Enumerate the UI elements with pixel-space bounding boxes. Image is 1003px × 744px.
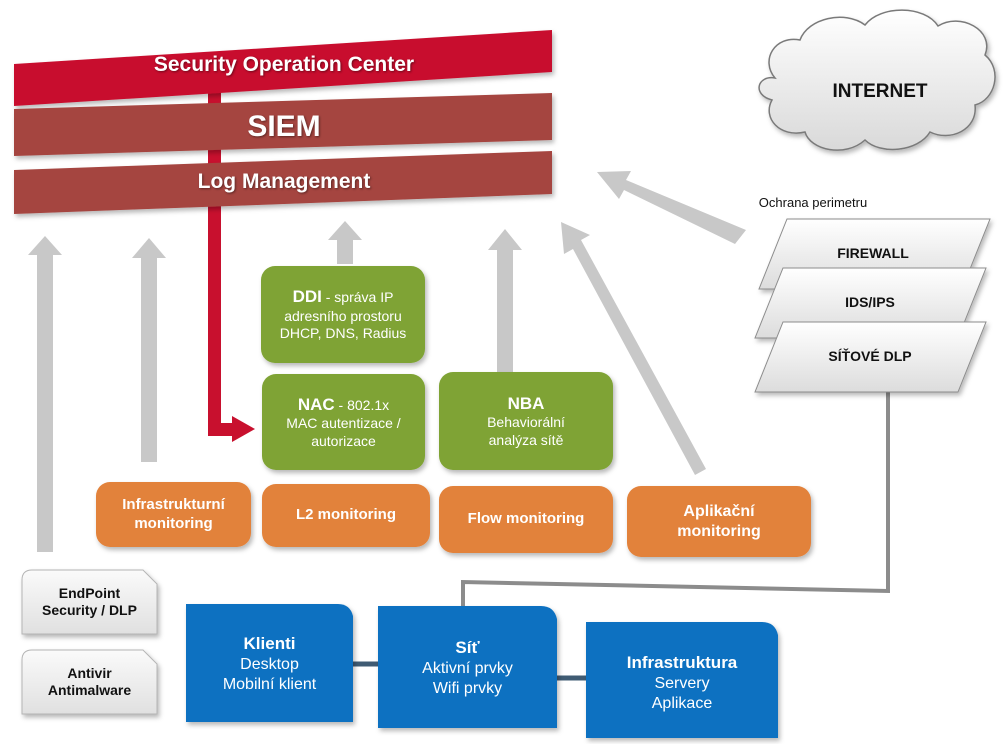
antivir-line2: Antimalware <box>47 682 132 698</box>
sit-line3: Wifi prvky <box>432 680 503 697</box>
infra-monitoring-line2: monitoring <box>134 514 213 532</box>
flow-monitoring-label: Flow monitoring <box>467 510 585 528</box>
ddi-suffix: - správa IP <box>321 289 394 306</box>
internet-label: INTERNET <box>832 81 928 103</box>
nac-title: NAC <box>297 394 335 414</box>
internet-cloud <box>758 9 996 151</box>
arrow-nba <box>488 229 522 372</box>
sit-line2: Aktivní prvky <box>422 660 513 677</box>
antivir-label: Antivir Antimalware <box>22 652 157 712</box>
arrow-ddi <box>328 221 362 264</box>
endpoint-label: EndPoint Security / DLP <box>22 572 157 632</box>
network-dlp-label: SÍŤOVÉ DLP <box>828 348 912 365</box>
nac-line3: autorizace <box>311 432 376 449</box>
log-management-label: Log Management <box>197 170 371 193</box>
app-monitoring-box <box>627 486 811 557</box>
idsips-label: IDS/IPS <box>845 294 895 311</box>
infrastruktura-line2: Servery <box>654 675 710 692</box>
ddi-line3: DHCP, DNS, Radius <box>279 325 407 342</box>
app-monitoring-line2: monitoring <box>677 522 761 540</box>
log-banner <box>14 151 552 214</box>
klienti-label: Klienti Desktop Mobilní klient <box>186 618 353 710</box>
endpoint-line2: Security / DLP <box>42 602 137 618</box>
sit-box <box>378 606 557 728</box>
ddi-line2: adresního prostoru <box>284 307 402 324</box>
nba-box <box>439 372 613 470</box>
ddi-text: DDI - správa IP adresního prostoru DHCP,… <box>261 270 425 359</box>
l2-monitoring-box <box>262 484 430 547</box>
arrow-perimeter <box>597 171 746 244</box>
klienti-box <box>186 604 353 722</box>
app-monitoring-label: Aplikační monitoring <box>627 486 811 557</box>
infra-box <box>586 622 778 738</box>
infrastruktura-title: Infrastruktura <box>626 653 738 672</box>
nba-title: NBA <box>507 393 545 413</box>
infra-monitoring-label: Infrastrukturní monitoring <box>96 482 251 547</box>
soc-title: Security Operation Center <box>153 53 415 76</box>
infrastruktura-label: Infrastruktura Servery Aplikace <box>586 637 778 729</box>
nac-text: NAC - 802.1x MAC autentizace / autorizac… <box>262 378 425 466</box>
infrastruktura-line3: Aplikace <box>651 695 713 712</box>
perimeter-stack <box>754 218 991 393</box>
network-lines <box>461 376 890 615</box>
soc-banner <box>14 30 552 106</box>
perimeter-label: Ochrana perimetru <box>758 194 868 210</box>
klienti-title: Klienti <box>243 634 296 653</box>
nac-box <box>262 374 425 470</box>
firewall-label: FIREWALL <box>837 245 909 262</box>
app-monitoring-line1: Aplikační <box>683 502 755 520</box>
endpoint-box <box>21 569 158 635</box>
siem-label: SIEM <box>247 110 321 143</box>
flow-monitoring-box <box>439 486 613 553</box>
infra-monitoring-line1: Infrastrukturní <box>122 495 225 513</box>
ddi-box <box>261 266 425 363</box>
klienti-line3: Mobilní klient <box>222 676 317 693</box>
siem-banner <box>14 93 552 156</box>
nac-suffix: - 802.1x <box>334 396 390 413</box>
klienti-line2: Desktop <box>240 656 299 673</box>
antivir-box <box>21 649 158 715</box>
ddi-title: DDI <box>292 287 322 307</box>
antivir-line1: Antivir <box>67 664 112 681</box>
nba-text: NBA Behaviorální analýza sítě <box>439 376 613 466</box>
nba-line2: Behaviorální <box>487 414 565 431</box>
l2-monitoring-label: L2 monitoring <box>296 506 396 524</box>
arrow-infra-monitoring <box>132 238 166 462</box>
sit-title: Síť <box>455 638 480 657</box>
gray-arrows <box>28 171 746 552</box>
nac-line2: MAC autentizace / <box>286 415 401 432</box>
endpoint-line1: EndPoint <box>58 584 121 601</box>
arrow-app-monitoring <box>561 222 706 475</box>
nba-line3: analýza sítě <box>488 431 564 448</box>
infra-monitoring-box <box>96 482 251 547</box>
dlp-layer <box>754 321 987 393</box>
sit-label: Síť Aktivní prvky Wifi prvky <box>378 622 557 714</box>
arrow-endpoint <box>28 236 62 552</box>
